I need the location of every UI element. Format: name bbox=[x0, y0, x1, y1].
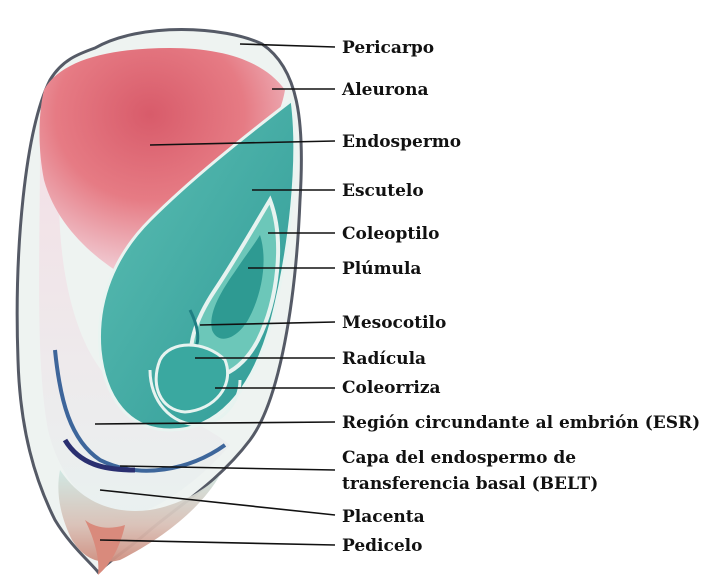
label-coleoptilo: Coleoptilo bbox=[342, 224, 439, 244]
label-aleurona: Aleurona bbox=[342, 80, 429, 100]
label-escutelo: Escutelo bbox=[342, 181, 424, 201]
label-belt-line1: Capa del endospermo de bbox=[342, 446, 576, 470]
label-plumula: Plúmula bbox=[342, 259, 421, 279]
label-endospermo: Endospermo bbox=[342, 132, 461, 152]
label-mesocotilo: Mesocotilo bbox=[342, 313, 446, 333]
label-placenta: Placenta bbox=[342, 507, 425, 527]
label-esr: Región circundante al embrión (ESR) bbox=[342, 413, 700, 433]
label-radicula: Radícula bbox=[342, 349, 426, 369]
label-pericarpo: Pericarpo bbox=[342, 38, 434, 58]
label-pedicelo: Pedicelo bbox=[342, 536, 422, 556]
label-belt-line2: transferencia basal (BELT) bbox=[342, 472, 598, 496]
label-coleorriza: Coleorriza bbox=[342, 378, 441, 398]
